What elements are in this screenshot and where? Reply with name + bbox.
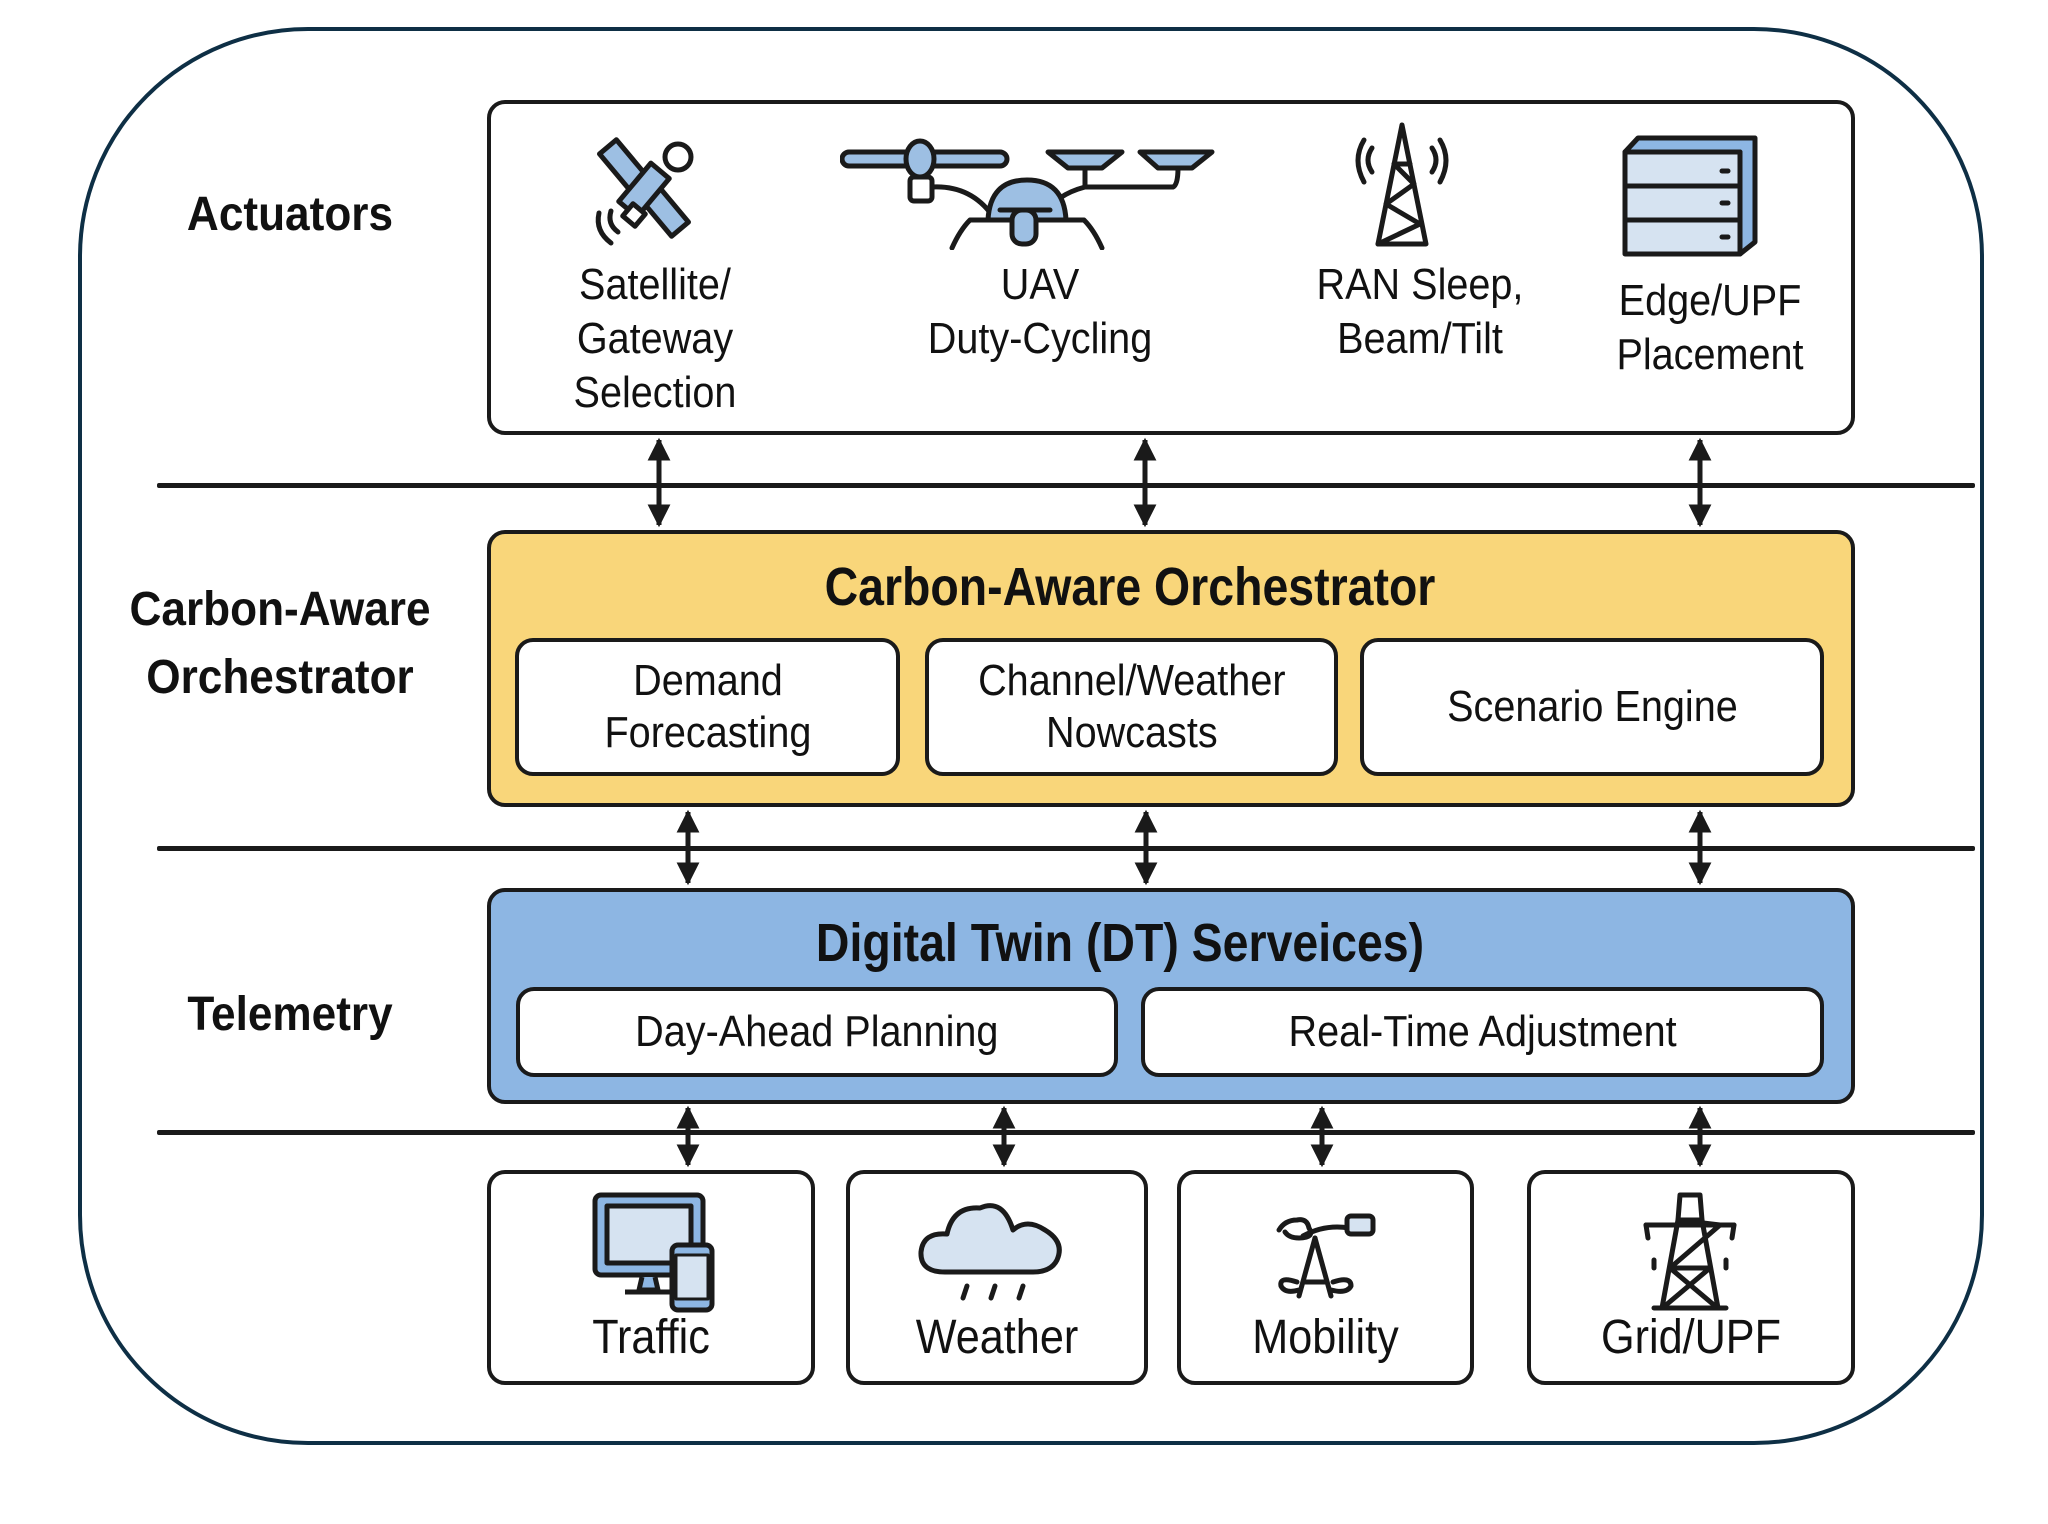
caption-line: Selection [573, 368, 737, 417]
satellite-icon [595, 137, 694, 246]
layer-label-line: Telemetry [187, 988, 393, 1041]
source-weather-label: Weather [915, 1311, 1079, 1364]
module-line: Forecasting [604, 708, 811, 757]
uav-drone-icon [840, 138, 1215, 250]
caption-line: Satellite/ [579, 260, 731, 309]
rain-cloud-icon [918, 1203, 1062, 1301]
orchestrator-title: Carbon-Aware Orchestrator [824, 557, 1436, 617]
module-line: Demand [632, 656, 783, 705]
module-channel-weather-nowcasts: Channel/Weather Nowcasts [925, 638, 1338, 776]
divider-orchestrator-telemetry [157, 846, 1975, 851]
source-traffic-label: Traffic [592, 1311, 710, 1364]
source-grid-upf-label: Grid/UPF [1600, 1311, 1781, 1364]
mobility-icon [1276, 1213, 1376, 1299]
actuator-edge-label: Edge/UPF Placement [1580, 274, 1841, 382]
computer-phone-icon [592, 1192, 715, 1313]
divider-dt-sources [157, 1130, 1975, 1135]
cell-tower-icon [1355, 122, 1449, 247]
caption-line: Edge/UPF [1618, 276, 1802, 325]
server-rack-icon [1622, 135, 1758, 257]
module-label: Real-Time Adjustment [1288, 1007, 1677, 1056]
outer-frame [78, 27, 1984, 1445]
caption-line: RAN Sleep, [1316, 260, 1524, 309]
module-scenario-engine: Scenario Engine [1360, 638, 1824, 776]
module-line: Nowcasts [1045, 708, 1218, 757]
layer-label-line: Carbon-Aware [129, 583, 431, 636]
source-mobility-label: Mobility [1252, 1311, 1399, 1364]
module-day-ahead-planning: Day-Ahead Planning [516, 987, 1118, 1077]
layer-label-line: Actuators [186, 188, 394, 241]
module-line: Scenario Engine [1446, 682, 1738, 731]
layer-label-telemetry: Telemetry [124, 985, 455, 1045]
caption-line: Duty-Cycling [927, 314, 1153, 363]
module-demand-forecasting: Demand Forecasting [515, 638, 900, 776]
layer-label-orchestrator: Carbon-Aware Orchestrator [110, 580, 450, 708]
caption-line: UAV [1000, 260, 1080, 309]
layer-label-line: Orchestrator [146, 651, 414, 704]
caption-line: Gateway [576, 314, 734, 363]
actuator-satellite-label: Satellite/ Gateway Selection [534, 258, 777, 420]
power-pylon-icon [1643, 1192, 1737, 1311]
actuator-ran-label: RAN Sleep, Beam/Tilt [1276, 258, 1564, 366]
module-real-time-adjustment: Real-Time Adjustment [1141, 987, 1824, 1077]
digital-twin-title: Digital Twin (DT) Serveices) [815, 913, 1425, 973]
module-label: Day-Ahead Planning [635, 1007, 999, 1056]
divider-actuators-orchestrator [157, 483, 1975, 488]
module-line: Channel/Weather [977, 656, 1286, 705]
source-grid-upf [1527, 1170, 1855, 1385]
actuator-uav-label: UAV Duty-Cycling [887, 258, 1193, 366]
layer-label-actuators: Actuators [124, 185, 455, 245]
caption-line: Placement [1616, 330, 1804, 379]
caption-line: Beam/Tilt [1337, 314, 1503, 363]
